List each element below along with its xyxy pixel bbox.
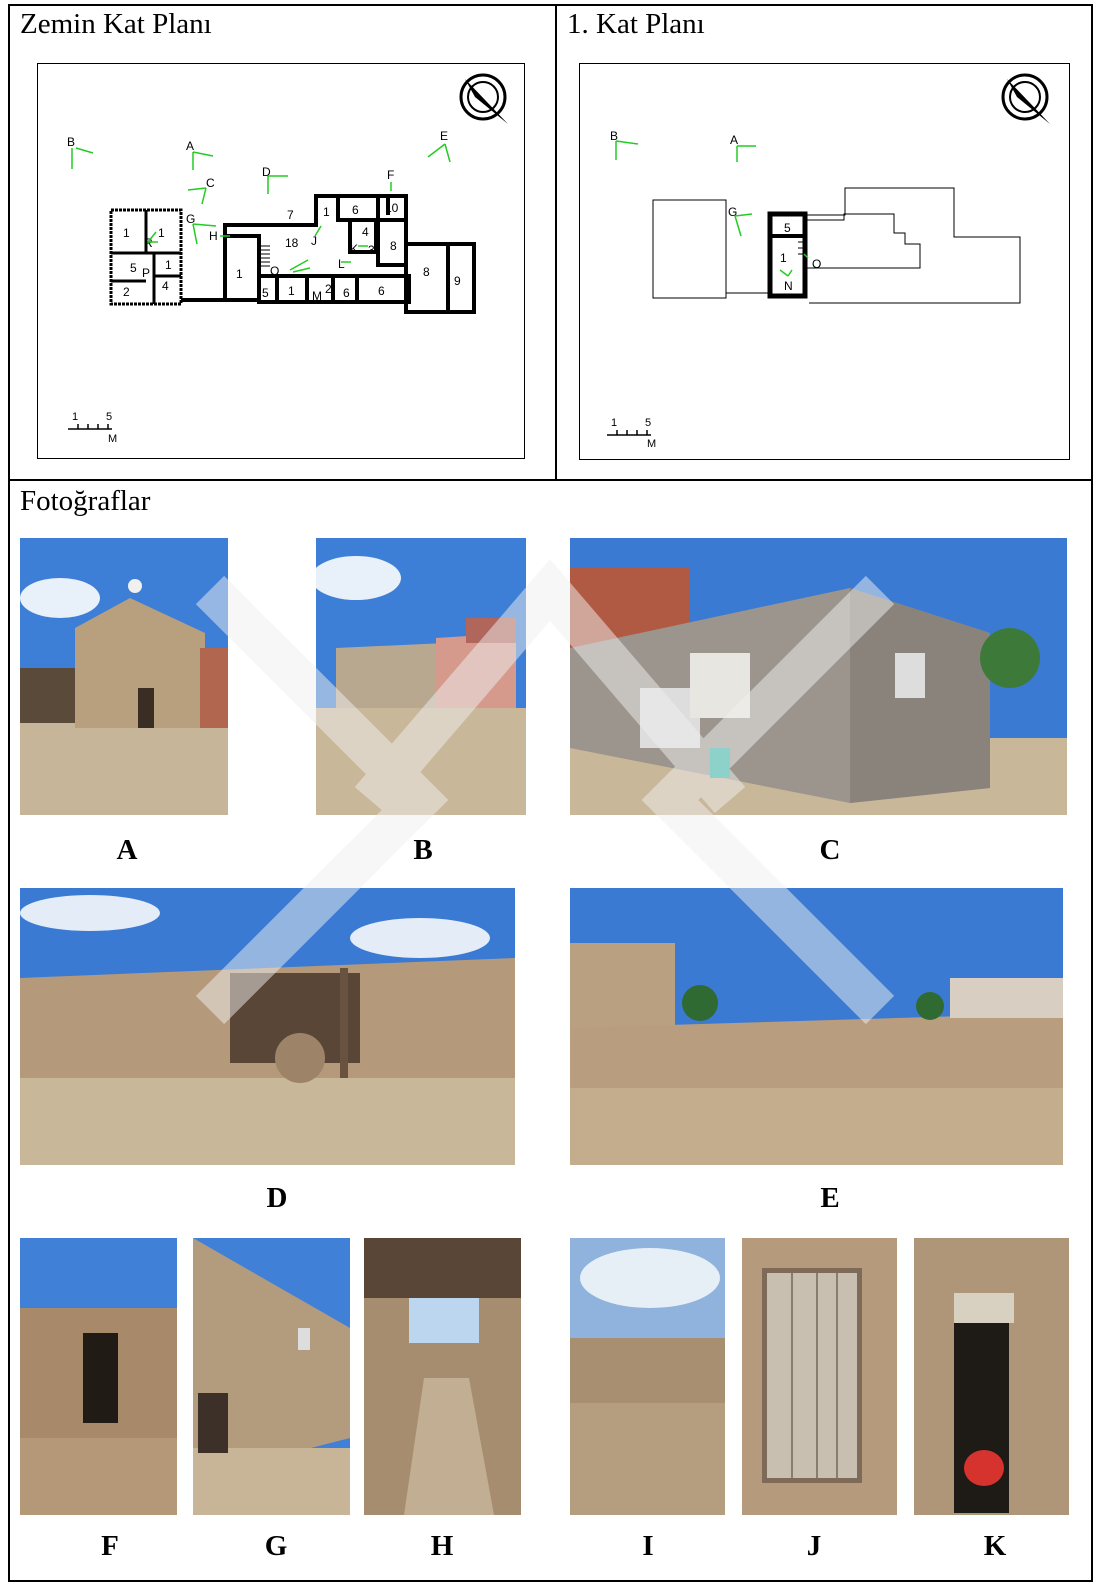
photo-label-a: A — [116, 834, 138, 866]
photo-d — [20, 888, 515, 1165]
svg-text:1: 1 — [123, 226, 130, 240]
svg-text:L: L — [338, 257, 345, 271]
photo-label-b: B — [413, 834, 433, 866]
compass-icon — [1001, 73, 1050, 124]
svg-text:4: 4 — [362, 225, 369, 239]
svg-text:9: 9 — [454, 274, 461, 288]
svg-text:5: 5 — [130, 261, 137, 275]
svg-text:1: 1 — [165, 258, 172, 272]
photo-label-d: D — [266, 1182, 288, 1214]
svg-text:G: G — [186, 212, 195, 226]
svg-text:B: B — [610, 129, 618, 143]
photos-title: Fotoğraflar — [20, 485, 151, 517]
svg-text:R: R — [144, 236, 153, 250]
photo-label-j: J — [806, 1530, 822, 1562]
svg-text:1: 1 — [611, 417, 617, 429]
svg-text:7: 7 — [287, 208, 294, 222]
photo-f — [20, 1238, 177, 1515]
svg-text:N: N — [784, 279, 793, 293]
svg-text:5: 5 — [645, 417, 651, 429]
svg-text:P: P — [142, 266, 150, 280]
svg-text:E: E — [440, 129, 448, 143]
svg-text:A: A — [730, 133, 738, 147]
svg-text:H: H — [209, 229, 218, 243]
svg-text:A: A — [186, 139, 194, 153]
page-frame — [8, 4, 1093, 1582]
svg-text:1: 1 — [158, 226, 165, 240]
svg-text:10: 10 — [385, 201, 399, 215]
photo-i — [570, 1238, 725, 1515]
svg-text:M: M — [647, 438, 656, 450]
photo-e — [570, 888, 1063, 1165]
svg-text:C: C — [206, 176, 215, 190]
svg-text:O: O — [812, 257, 821, 271]
photo-label-k: K — [983, 1530, 1007, 1562]
svg-text:F: F — [387, 168, 394, 182]
photo-label-f: F — [101, 1530, 119, 1562]
svg-text:1: 1 — [288, 284, 295, 298]
svg-text:D: D — [262, 165, 271, 179]
divider-horizontal — [8, 479, 1093, 481]
svg-text:2: 2 — [123, 285, 130, 299]
svg-text:2: 2 — [325, 282, 332, 296]
svg-text:O: O — [270, 264, 279, 278]
photo-k — [914, 1238, 1069, 1515]
svg-text:1: 1 — [780, 251, 787, 265]
svg-text:4: 4 — [162, 279, 169, 293]
svg-text:M: M — [312, 289, 322, 303]
first-plan: 5 1 B A G N O 1 5 M — [579, 63, 1070, 460]
svg-text:M: M — [108, 433, 117, 445]
divider-vertical — [555, 4, 557, 480]
svg-text:18: 18 — [285, 236, 299, 250]
photo-h — [364, 1238, 521, 1515]
photo-label-i: I — [642, 1530, 654, 1562]
photo-j — [742, 1238, 897, 1515]
photo-label-e: E — [820, 1182, 840, 1214]
photo-label-g: G — [264, 1530, 288, 1562]
photo-label-c: C — [819, 834, 841, 866]
photo-label-h: H — [430, 1530, 454, 1562]
svg-text:J: J — [311, 234, 317, 248]
photo-b — [316, 538, 526, 815]
photo-a — [20, 538, 228, 815]
svg-text:5: 5 — [262, 286, 269, 300]
photo-g — [193, 1238, 350, 1515]
svg-text:3: 3 — [368, 243, 375, 257]
svg-text:1: 1 — [72, 411, 78, 423]
svg-text:K: K — [350, 242, 358, 256]
svg-text:G: G — [728, 205, 737, 219]
svg-text:6: 6 — [343, 286, 350, 300]
ground-plan-title: Zemin Kat Planı — [20, 8, 212, 40]
svg-text:5: 5 — [106, 411, 112, 423]
compass-icon — [459, 73, 508, 124]
first-plan-title: 1. Kat Planı — [567, 8, 705, 40]
svg-text:8: 8 — [390, 239, 397, 253]
svg-text:B: B — [67, 135, 75, 149]
svg-text:6: 6 — [378, 284, 385, 298]
svg-text:8: 8 — [423, 265, 430, 279]
svg-text:5: 5 — [784, 221, 791, 235]
photo-c — [570, 538, 1067, 815]
svg-text:1: 1 — [236, 267, 243, 281]
svg-text:6: 6 — [352, 203, 359, 217]
first-plan-drawing: 5 1 B A G N O 1 5 M — [607, 73, 1050, 450]
svg-text:1: 1 — [323, 205, 330, 219]
scale-bar — [68, 424, 112, 430]
